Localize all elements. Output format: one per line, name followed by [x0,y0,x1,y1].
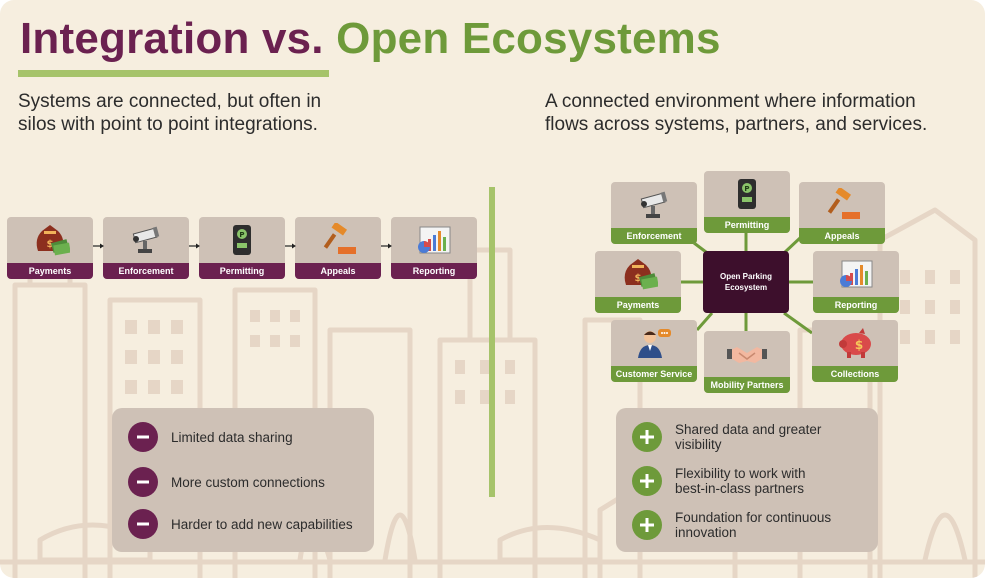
security-camera-icon [132,226,160,253]
benefit-text: Flexibility to work with best-in-class p… [675,466,806,496]
title-open-ecosystems: Open Ecosystems [336,14,721,63]
svg-text:$: $ [635,273,642,284]
benefits-panel: Shared data and greater visibility Flexi… [616,408,878,552]
node-appeals: Appeals [799,182,885,244]
parking-permit-icon: P [233,225,251,255]
benefit-text: Shared data and greater visibility [675,422,822,452]
chain-tile-appeals: Appeals [295,217,381,279]
gavel-icon [827,188,860,219]
plus-icon [632,422,662,452]
customer-service-icon [638,329,671,358]
chain-arrow [93,243,104,249]
node-payments: $ Payments [595,251,681,313]
money-bag-icon: $ [36,225,70,256]
chain-arrow [189,243,200,249]
node-label: Reporting [813,297,899,313]
node-label: Appeals [799,228,885,244]
limitation-item: Limited data sharing [128,422,293,452]
node-mobility-partners: Mobility Partners [704,331,790,393]
node-collections: $ Collections [812,320,898,382]
svg-text:$: $ [855,338,863,352]
limitation-text: More custom connections [171,474,325,490]
chain-label: Reporting [391,263,477,279]
chain-tile-permitting: P Permitting [199,217,285,279]
chain-arrow [285,243,296,249]
node-label: Mobility Partners [704,377,790,393]
limitation-item: More custom connections [128,467,325,497]
chain-tile-reporting: Reporting [391,217,477,279]
title-integration: Integration vs. [20,14,324,63]
chain-label: Enforcement [103,263,189,279]
chain-label: Permitting [199,263,285,279]
report-chart-icon [418,226,451,254]
report-chart-icon [840,260,873,288]
benefit-item: Shared data and greater visibility [632,422,821,452]
open-parking-ecosystem-hub: Open Parking Ecosystem [703,251,789,313]
svg-text:P: P [744,185,749,193]
center-divider [489,187,495,497]
node-reporting: Reporting [813,251,899,313]
plus-icon [632,510,662,540]
title-underline [18,70,329,77]
parking-permit-icon: P [738,179,756,209]
chain-tile-enforcement: Enforcement [103,217,189,279]
svg-text:P: P [239,231,244,239]
node-permitting: P Permitting [704,171,790,233]
node-customer-service: Customer Service [611,320,697,382]
page-title: Integration vs. Open Ecosystems [20,14,721,64]
node-label: Permitting [704,217,790,233]
node-enforcement: Enforcement [611,182,697,244]
benefit-text: Foundation for continuous innovation [675,510,832,540]
limitation-item: Harder to add new capabilities [128,509,353,539]
chain-label: Appeals [295,263,381,279]
piggy-bank-icon: $ [839,328,871,358]
chain-label: Payments [7,263,93,279]
security-camera-icon [640,191,668,218]
node-label: Collections [812,366,898,382]
handshake-icon [727,347,767,363]
svg-text:$: $ [47,239,54,250]
benefit-item: Foundation for continuous innovation [632,510,831,540]
benefit-item: Flexibility to work with best-in-class p… [632,466,806,496]
chain-arrow [381,243,392,249]
left-subtitle: Systems are connected, but often in silo… [18,91,322,135]
limitations-panel: Limited data sharing More custom connect… [112,408,374,552]
limitation-text: Harder to add new capabilities [171,516,353,532]
limitation-text: Limited data sharing [171,429,293,445]
minus-icon [128,509,158,539]
minus-icon [128,467,158,497]
minus-icon [128,422,158,452]
plus-icon [632,466,662,496]
chain-tile-payments: $ Payments [7,217,93,279]
money-bag-icon: $ [624,259,658,290]
gavel-icon [323,223,356,254]
node-label: Enforcement [611,228,697,244]
node-label: Payments [595,297,681,313]
right-subtitle: A connected environment where informatio… [545,91,928,135]
node-label: Customer Service [611,366,697,382]
